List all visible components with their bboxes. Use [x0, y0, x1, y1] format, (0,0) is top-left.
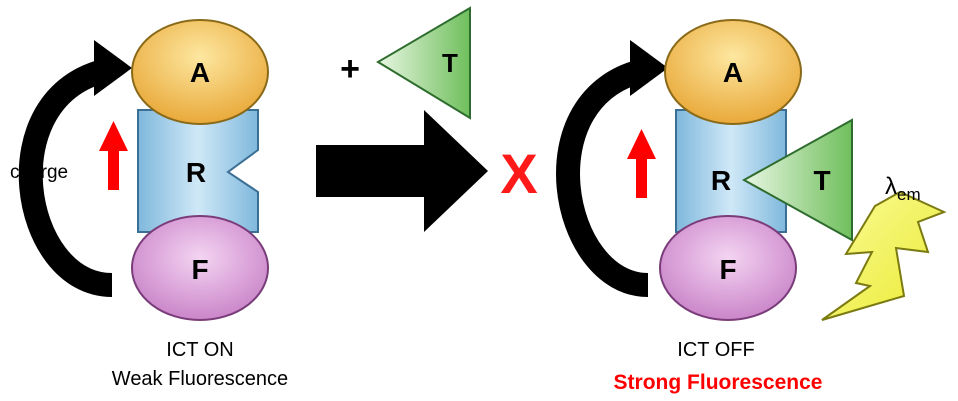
- left-fluorophore-ellipse: [131, 215, 269, 321]
- reaction-arrow: [316, 110, 488, 232]
- right-receptor-label: R: [711, 165, 731, 196]
- left-acceptor-label: A: [190, 57, 210, 88]
- right-caption-line1: ICT OFF: [677, 339, 754, 361]
- left-receptor-label: R: [186, 157, 206, 188]
- right-fluorophore-ellipse: [659, 215, 797, 321]
- right-state: A R T F X λem ICT OFF Strong Fluorescenc…: [500, 19, 947, 394]
- reagent-target-triangle: [376, 6, 471, 120]
- right-caption-line2: Strong Fluorescence: [614, 371, 823, 394]
- right-target-triangle: [741, 118, 853, 242]
- emission-lightning-bolt-icon: [821, 190, 947, 321]
- right-acceptor-ellipse: [664, 19, 802, 125]
- left-charge-label: charge: [10, 162, 68, 183]
- emission-lambda: λ: [885, 173, 897, 200]
- left-state: A R F charge ICT ON Weak Fluorescence: [10, 19, 288, 390]
- left-caption-line1: ICT ON: [166, 339, 233, 361]
- plus-sign: +: [340, 50, 360, 88]
- left-charge-curved-arrow: [18, 40, 132, 297]
- left-fluorophore-label: F: [191, 254, 208, 285]
- right-fluorophore-label: F: [719, 254, 736, 285]
- right-target-label: T: [813, 165, 830, 196]
- reagent-target-label: T: [442, 48, 458, 78]
- left-caption-line2: Weak Fluorescence: [112, 368, 288, 390]
- left-acceptor-ellipse: [131, 19, 269, 125]
- emission-wavelength-label: λem: [885, 173, 921, 204]
- blocked-x-mark: X: [500, 142, 537, 205]
- right-acceptor-label: A: [723, 57, 743, 88]
- emission-subscript: em: [897, 185, 921, 204]
- left-charge-transfer-arrow-icon: [99, 121, 128, 190]
- reagent: + T: [340, 6, 471, 120]
- right-charge-curved-arrow: [556, 40, 668, 297]
- right-charge-transfer-arrow-icon: [627, 129, 656, 198]
